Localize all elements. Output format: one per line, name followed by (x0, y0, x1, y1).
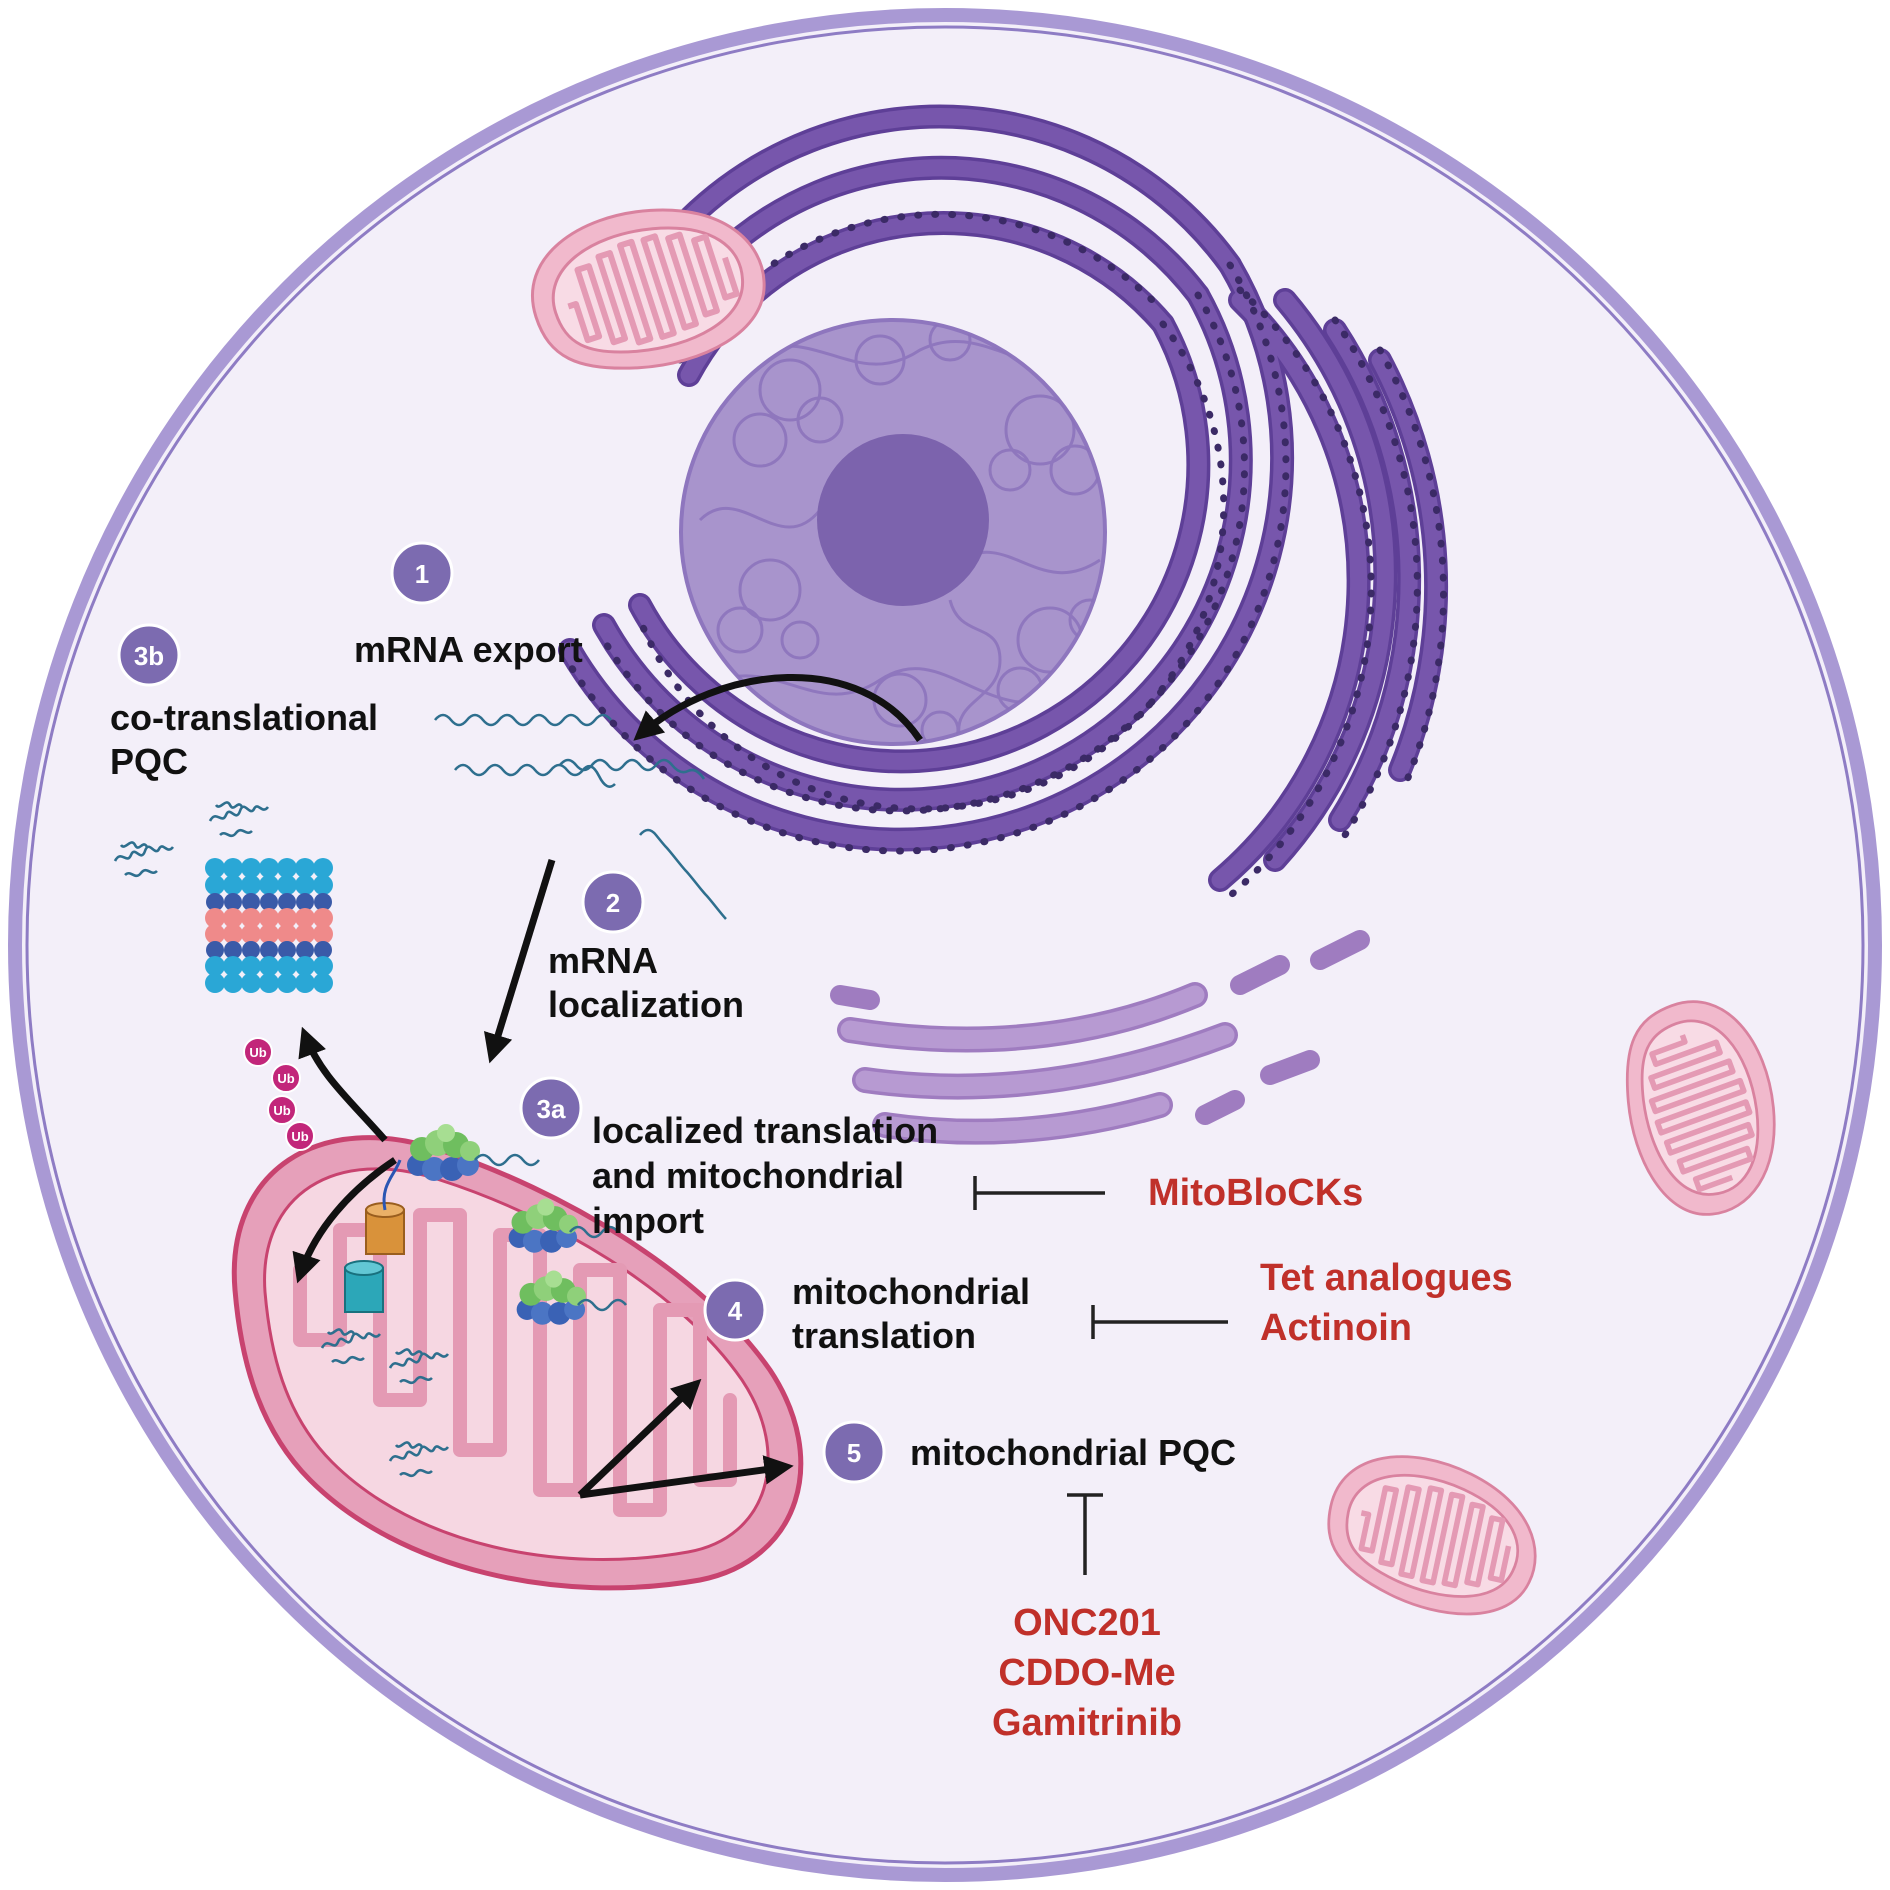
badge-3a: 3a (519, 1076, 583, 1140)
label-localized-translation-line3: import (592, 1200, 704, 1241)
badge-1: 1 (390, 541, 454, 605)
drug-cddo-me: CDDO-Me (998, 1652, 1175, 1694)
svg-text:5: 5 (847, 1438, 861, 1468)
arrow-to-proteasome (298, 1026, 388, 1143)
inhibit-mitoblocks (973, 1176, 1105, 1210)
nucleolus-icon (817, 434, 989, 606)
svg-text:2: 2 (606, 888, 620, 918)
badge-3b: 3b (117, 623, 181, 687)
arrow-to-mito-translation (577, 1378, 702, 1498)
label-co-translational-pqc-line2: PQC (110, 741, 188, 782)
drug-tet-analogues: Tet analogues (1260, 1257, 1513, 1299)
drug-gamitrinib: Gamitrinib (992, 1702, 1182, 1744)
ubiquitin-chain-icon: Ub Ub Ub Ub (243, 1037, 315, 1151)
nucleus-icon (679, 318, 1107, 746)
label-mrna-localization-line2: localization (548, 984, 744, 1025)
svg-text:3b: 3b (134, 641, 164, 671)
inhibition-markers (973, 1176, 1228, 1575)
svg-text:3a: 3a (537, 1094, 566, 1124)
svg-text:Ub: Ub (277, 1071, 294, 1086)
arrow-to-mito-pqc (579, 1455, 794, 1499)
arrow-localization (484, 858, 556, 1064)
badge-5: 5 (822, 1420, 886, 1484)
tom-channel-icon (365, 1202, 405, 1255)
label-mrna-export: mRNA export (354, 629, 583, 670)
drug-actinoin: Actinoin (1260, 1307, 1412, 1349)
label-localized-translation-line1: localized translation (592, 1110, 938, 1151)
arrow-to-mitochondrion (292, 1157, 397, 1284)
label-mrna-localization-line1: mRNA (548, 940, 658, 981)
svg-text:1: 1 (415, 559, 429, 589)
badge-4: 4 (703, 1278, 767, 1342)
drug-onc201: ONC201 (1013, 1602, 1161, 1644)
tim-channel-icon (344, 1260, 384, 1313)
pathway-arrows (292, 673, 923, 1499)
rough-er-icon (558, 104, 1449, 904)
label-mito-translation-line1: mitochondrial (792, 1271, 1030, 1312)
arrow-export (633, 673, 923, 742)
svg-text:Ub: Ub (291, 1129, 308, 1144)
drug-mitoblocks: MitoBloCKs (1148, 1172, 1363, 1214)
svg-text:4: 4 (728, 1296, 743, 1326)
inhibit-tet (1091, 1305, 1228, 1339)
mrna-strand-icon (433, 713, 727, 1312)
label-localized-translation-line2: and mitochondrial (592, 1155, 904, 1196)
inhibit-mito-pqc (1067, 1493, 1103, 1575)
golgi-icon (830, 930, 1370, 1145)
badge-2: 2 (581, 870, 645, 934)
label-co-translational-pqc-line1: co-translational (110, 697, 378, 738)
label-mito-translation-line2: translation (792, 1315, 976, 1356)
label-mito-pqc: mitochondrial PQC (910, 1432, 1236, 1473)
svg-text:Ub: Ub (249, 1045, 266, 1060)
svg-text:Ub: Ub (273, 1103, 290, 1118)
